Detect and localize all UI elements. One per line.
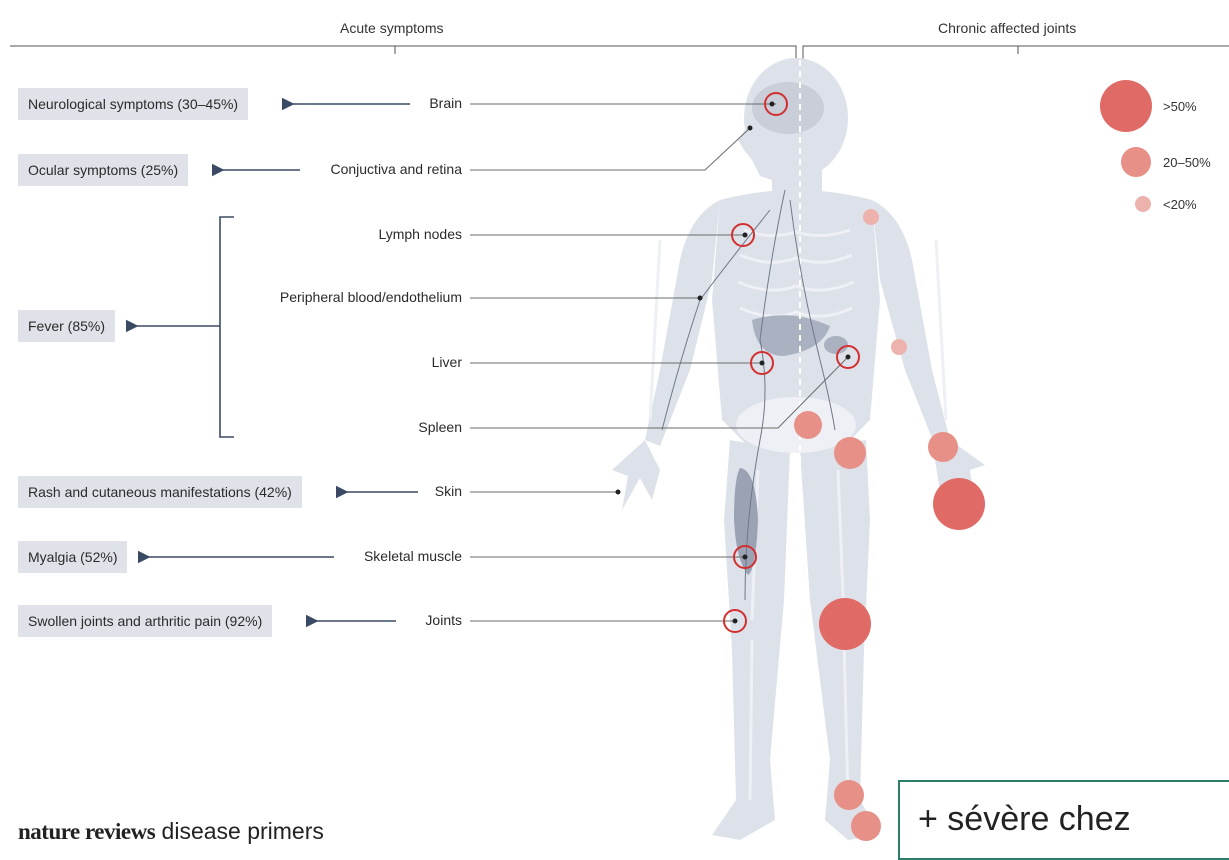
legend-label-low: <20% bbox=[1163, 197, 1197, 212]
box-joints: Swollen joints and arthritic pain (92%) bbox=[18, 605, 272, 637]
organ-brain: Brain bbox=[429, 95, 462, 111]
box-ocular: Ocular symptoms (25%) bbox=[18, 154, 188, 186]
organ-lymph-nodes: Lymph nodes bbox=[378, 226, 462, 242]
header-lines bbox=[10, 46, 1229, 62]
overlay-text: + sévère chez bbox=[918, 800, 1131, 839]
box-rash: Rash and cutaneous manifestations (42%) bbox=[18, 476, 302, 508]
box-myalgia: Myalgia (52%) bbox=[18, 541, 127, 573]
organ-skeletal-muscle: Skeletal muscle bbox=[364, 548, 462, 564]
organ-peripheral-blood: Peripheral blood/endothelium bbox=[280, 289, 462, 305]
box-neurological: Neurological symptoms (30–45%) bbox=[18, 88, 248, 120]
publisher-logo: nature reviews disease primers bbox=[18, 818, 324, 845]
box-fever: Fever (85%) bbox=[18, 310, 115, 342]
organ-liver: Liver bbox=[432, 354, 462, 370]
header-chronic-joints: Chronic affected joints bbox=[938, 20, 1076, 36]
header-acute-symptoms: Acute symptoms bbox=[340, 20, 443, 36]
fever-bracket bbox=[220, 217, 234, 437]
legend-circles bbox=[1100, 80, 1152, 212]
organ-spleen: Spleen bbox=[418, 419, 462, 435]
organ-skin: Skin bbox=[435, 483, 462, 499]
legend-label-mid: 20–50% bbox=[1163, 155, 1211, 170]
logo-rest-text: disease primers bbox=[155, 818, 324, 844]
logo-bold-text: nature reviews bbox=[18, 819, 155, 844]
organ-joints: Joints bbox=[425, 612, 462, 628]
organ-conjunctiva: Conjuctiva and retina bbox=[330, 161, 462, 177]
legend-label-high: >50% bbox=[1163, 99, 1197, 114]
